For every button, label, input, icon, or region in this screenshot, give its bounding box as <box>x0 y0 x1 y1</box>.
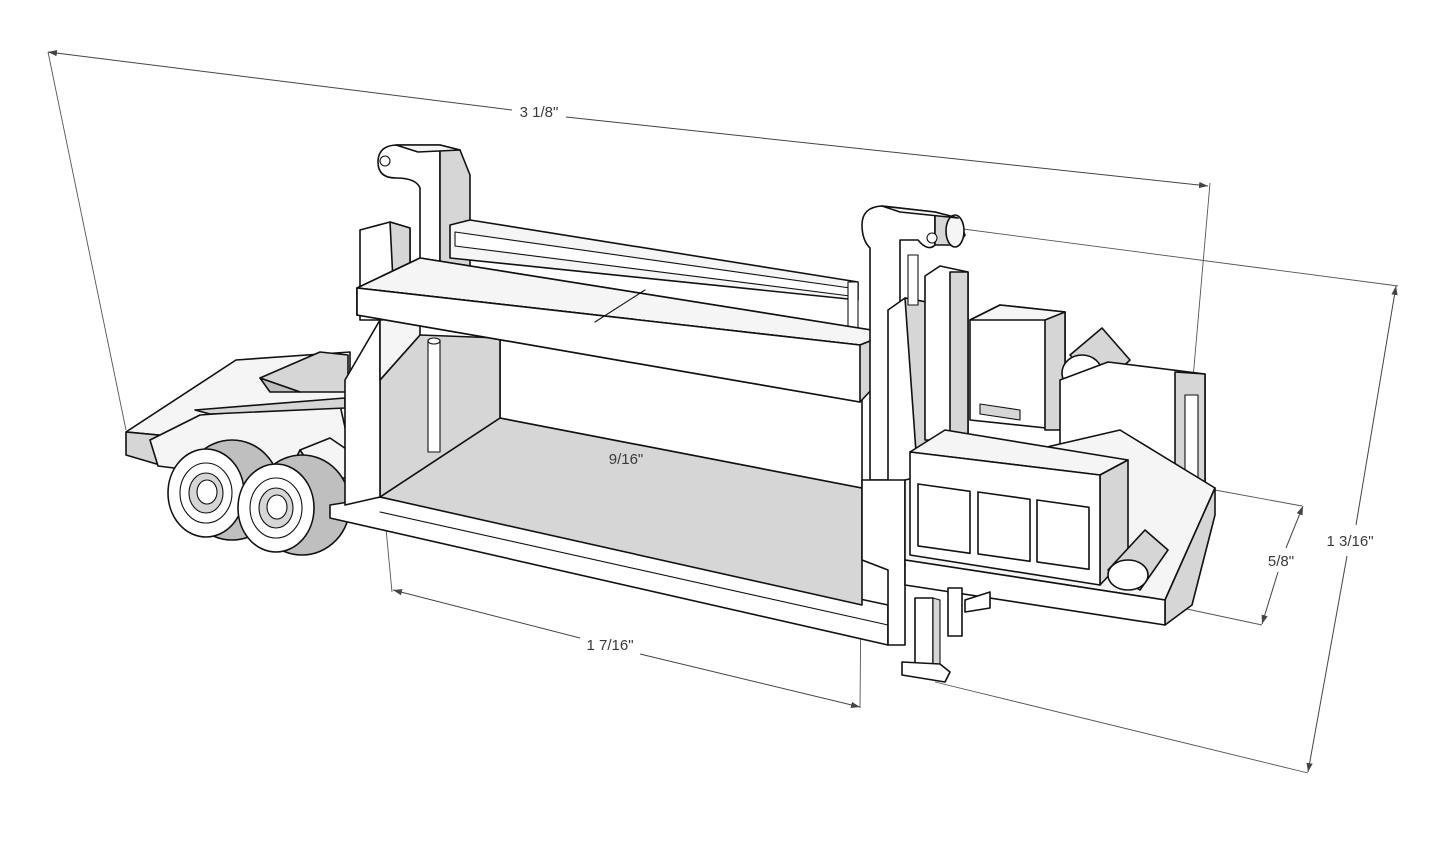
dim-line-end-height-b <box>1261 571 1279 625</box>
extension-line-end-top <box>1214 489 1303 507</box>
dim-line-end-height-a <box>1285 505 1304 549</box>
label-end-height: 5/8" <box>1268 553 1294 570</box>
right-posts <box>861 205 969 646</box>
label-bed-height: 9/16" <box>609 451 644 468</box>
dimension-labels: 3 1/8" 1 3/16" 1 7/16" 9/16" 5/8" <box>520 104 1374 654</box>
label-bed-length: 1 7/16" <box>586 637 633 654</box>
dim-line-overall-length-a <box>47 49 513 111</box>
dim-line-bed-length-b <box>639 653 861 708</box>
label-overall-length: 3 1/8" <box>520 104 559 121</box>
dim-line-bed-length-a <box>392 589 581 639</box>
extension-line-top <box>939 225 1399 287</box>
extension-line-bottom <box>934 681 1309 774</box>
extension-line-left <box>47 51 127 431</box>
dim-line-overall-length-b <box>565 116 1209 189</box>
stands <box>901 587 991 683</box>
top-beam <box>356 219 891 403</box>
dim-line-overall-height-a <box>1355 285 1398 526</box>
wheel-front <box>237 454 351 556</box>
gooseneck <box>125 351 391 521</box>
label-overall-height: 1 3/16" <box>1326 533 1373 550</box>
engine-cab <box>904 304 1216 626</box>
dim-line-overall-height-b <box>1306 555 1348 773</box>
bed <box>329 307 889 646</box>
